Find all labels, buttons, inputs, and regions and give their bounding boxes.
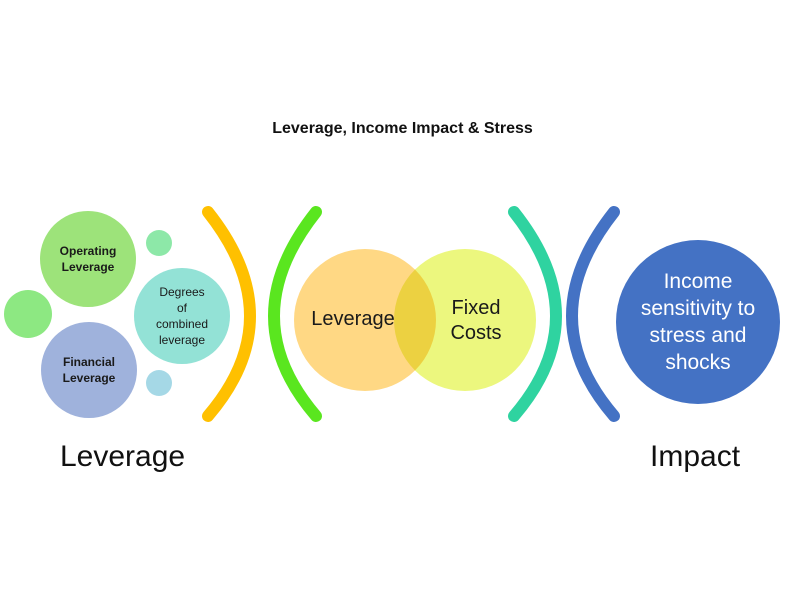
bottom-label-leverage: Leverage bbox=[60, 440, 186, 473]
financial-leverage-circle: Financial Leverage bbox=[41, 322, 137, 418]
degrees-combined-leverage-circle: Degrees of combined leverage bbox=[134, 268, 230, 364]
orange-bracket bbox=[202, 206, 256, 422]
decor-circle-bottom bbox=[146, 370, 172, 396]
venn-leverage-label: Leverage bbox=[311, 308, 395, 330]
blue-bracket bbox=[566, 206, 620, 422]
venn-fixed-costs-label: Fixed Costs bbox=[450, 297, 502, 344]
financial-leverage-label: Financial Leverage bbox=[62, 355, 116, 385]
decor-circle-left bbox=[4, 290, 52, 338]
teal-bracket bbox=[508, 206, 562, 422]
decor-circle-top bbox=[146, 230, 172, 256]
venn-fixed-costs-circle bbox=[394, 249, 536, 391]
green-bracket bbox=[268, 206, 322, 422]
diagram-title: Leverage, Income Impact & Stress bbox=[272, 120, 533, 137]
degrees-combined-leverage-label: Degrees of combined leverage bbox=[155, 285, 209, 347]
operating-leverage-label: Operating Leverage bbox=[59, 244, 117, 274]
income-sensitivity-label: Income sensitivity to stress and shocks bbox=[640, 270, 756, 374]
income-sensitivity-circle: Income sensitivity to stress and shocks bbox=[616, 240, 780, 404]
bottom-label-impact: Impact bbox=[650, 440, 741, 473]
operating-leverage-circle: Operating Leverage bbox=[40, 211, 136, 307]
